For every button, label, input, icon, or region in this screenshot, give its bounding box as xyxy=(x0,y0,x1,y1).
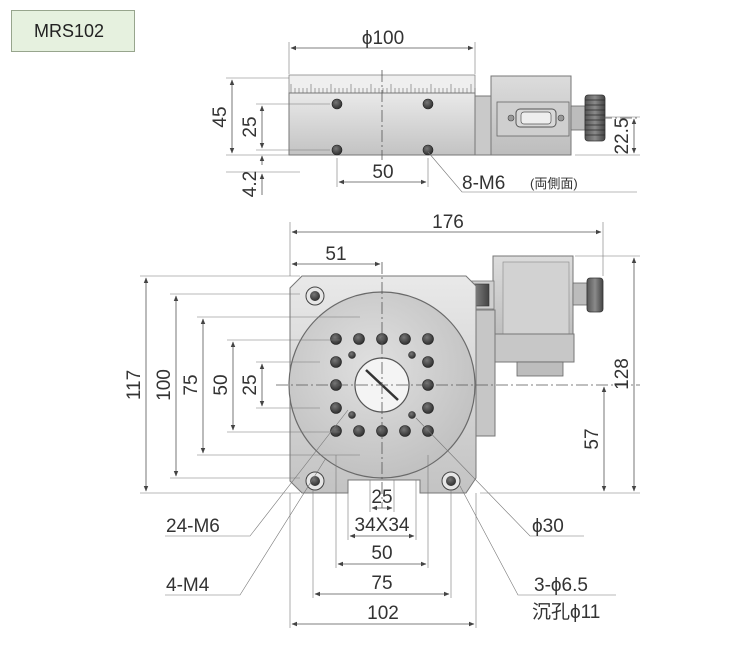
knob-plan-icon xyxy=(586,277,604,313)
m6-hole xyxy=(399,425,411,437)
callout-counterbore: 沉孔ϕ11 xyxy=(532,601,600,623)
callout-phi30: ϕ30 xyxy=(532,516,564,537)
m6-hole xyxy=(399,333,411,345)
mounting-holes xyxy=(305,286,461,491)
callout-both-sides: (両側面) xyxy=(530,176,578,191)
m6-hole xyxy=(330,425,342,437)
dim-25-left: 25 xyxy=(240,374,261,395)
dim-100: 100 xyxy=(154,369,175,401)
dim-25-bottom: 25 xyxy=(371,487,392,508)
dim-57: 57 xyxy=(582,428,603,449)
callout-3-phi6-5: 3-ϕ6.5 xyxy=(534,575,588,596)
dim-34x34: 34X34 xyxy=(355,515,410,536)
dim-50-side: 50 xyxy=(372,162,393,183)
m6-hole xyxy=(353,333,365,345)
m6-hole xyxy=(422,356,434,368)
callout-4-m4: 4-M4 xyxy=(166,575,210,596)
dim-45: 45 xyxy=(210,106,231,127)
dim-50-left: 50 xyxy=(211,374,232,395)
m6-hole xyxy=(330,333,342,345)
dim-128: 128 xyxy=(612,358,633,390)
dim-25-side: 25 xyxy=(240,116,261,137)
scale-ticks xyxy=(290,84,476,93)
dim-4-2: 4.2 xyxy=(240,171,261,197)
m4-holes xyxy=(348,351,416,419)
callout-24-m6: 24-M6 xyxy=(166,516,220,537)
m4-hole xyxy=(348,351,356,359)
dim-51: 51 xyxy=(325,244,346,265)
dim-50-bottom: 50 xyxy=(371,543,392,564)
m4-hole xyxy=(408,351,416,359)
m6-hole xyxy=(422,333,434,345)
model-label: MRS102 xyxy=(11,10,135,52)
m6-hole xyxy=(422,425,434,437)
dim-phi100: ϕ100 xyxy=(362,28,404,49)
plan-view: 176 51 117 100 75 50 25 128 xyxy=(124,212,640,628)
dim-75-bottom: 75 xyxy=(371,573,392,594)
side-holes xyxy=(331,98,434,156)
dim-176: 176 xyxy=(432,212,464,233)
m6-hole xyxy=(330,402,342,414)
dim-102: 102 xyxy=(367,603,399,624)
m4-hole xyxy=(348,411,356,419)
dim-22-5: 22.5 xyxy=(612,118,633,155)
dim-117: 117 xyxy=(124,370,145,400)
m4-hole xyxy=(408,411,416,419)
side-view: ϕ100 45 25 4.2 50 22.5 8-M6 (両側面) xyxy=(210,28,640,197)
m6-hole xyxy=(353,425,365,437)
m6-hole xyxy=(330,356,342,368)
m6-hole xyxy=(422,402,434,414)
callout-8-m6: 8-M6 xyxy=(462,173,505,194)
dim-75: 75 xyxy=(181,374,202,395)
